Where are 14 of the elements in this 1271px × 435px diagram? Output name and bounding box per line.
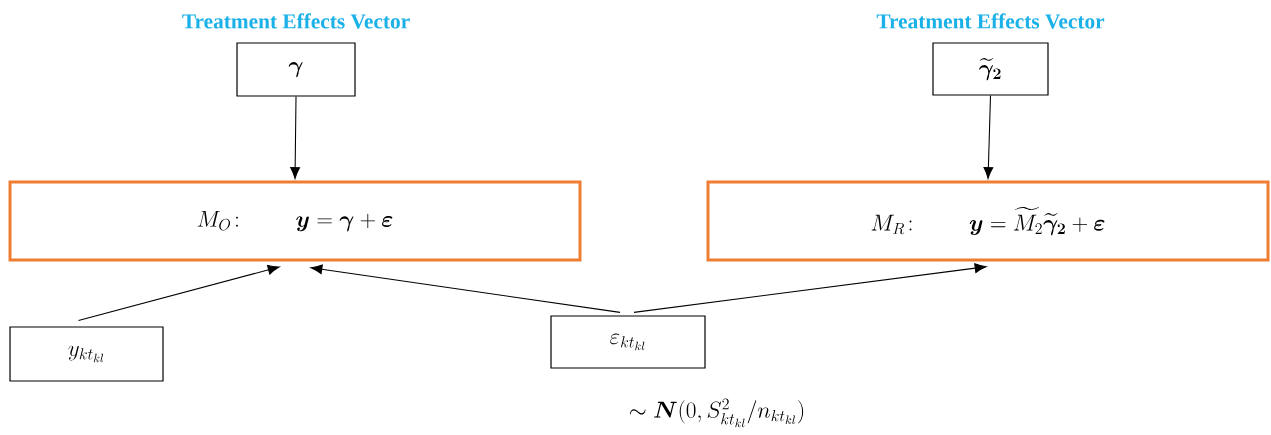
distribution-formula: $\sim\boldsymbol{N}(0,S^2_{kt_{kl}}/n_{kt_{kl}})$ <box>630 398 804 428</box>
arrow <box>633 263 987 313</box>
heading: Treatment Effects Vector <box>876 13 1105 29</box>
model-box: $M_R\colon\qquad \boldsymbol{y}=\widetilde{M}_{2}\widetilde{\boldsymbol{\gamma}}_{\boldsymbol{2}}+\boldsymbol{\varepsilon}$ <box>706 180 1270 262</box>
formula-box: $\boldsymbol{\gamma}$ <box>236 42 356 97</box>
heading: Treatment Effects Vector <box>182 13 410 29</box>
formula-box: $\varepsilon_{kt_{kl}}$ <box>550 315 706 369</box>
model-box: $M_O\colon\qquad \boldsymbol{y}=\boldsymbol{\gamma}+\boldsymbol{\varepsilon}$ <box>8 180 582 262</box>
formula-box: $y_{kt_{kl}}$ <box>9 326 164 382</box>
arrow <box>78 265 280 321</box>
arrow <box>290 96 301 179</box>
arrow <box>310 264 621 313</box>
formula-box: $\widetilde{\boldsymbol{\gamma}}_{\boldsymbol{2}}$ <box>932 42 1049 96</box>
arrow <box>983 95 994 179</box>
